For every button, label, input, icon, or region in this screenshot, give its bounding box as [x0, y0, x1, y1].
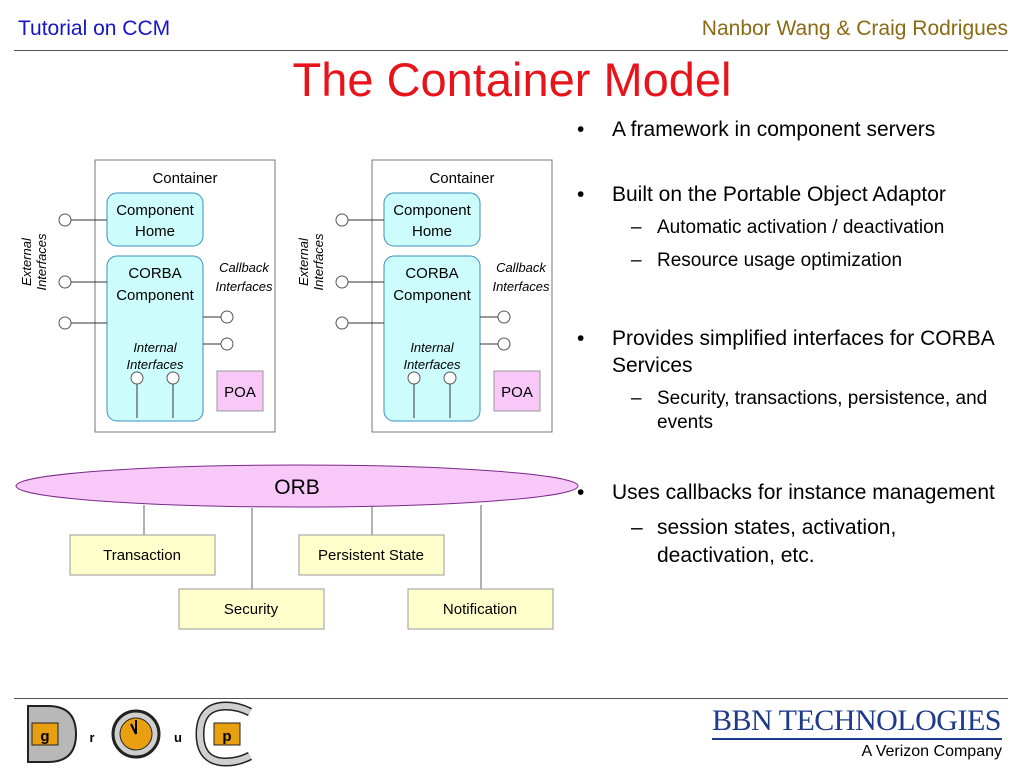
external-interfaces-label-2: Interfaces — [34, 233, 49, 291]
bullet-2-sub-1: Automatic activation / deactivation — [576, 216, 1016, 240]
corba-component-label-2: Component — [116, 287, 194, 304]
security-label: Security — [224, 601, 279, 618]
bullet-2-sub-2: Resource usage optimization — [576, 249, 1016, 273]
notification-label: Notification — [443, 601, 517, 618]
external-interfaces-label-1: External — [296, 237, 311, 286]
persistent-state-box — [298, 534, 445, 576]
header-left: Tutorial on CCM — [18, 17, 171, 40]
bbn-logo-text: BBN TECHNOLOGIES — [712, 704, 1001, 737]
bullet-3-sub-1: Security, transactions, persistence, and… — [576, 387, 1016, 435]
component-home-label-1: Component — [116, 202, 194, 219]
component-home-label-1: Component — [393, 202, 471, 219]
logo-letter-g: g — [40, 728, 49, 745]
external-interface-port — [58, 275, 72, 289]
callback-interfaces-label-1: Callback — [496, 260, 547, 275]
internal-interface-port — [166, 371, 180, 385]
header-divider — [14, 50, 1008, 51]
logo-letter-u: u — [174, 730, 182, 745]
callback-interfaces-label-1: Callback — [219, 260, 270, 275]
external-interface-port — [58, 213, 72, 227]
transaction-box — [69, 534, 216, 576]
bbn-logo-rule — [712, 738, 1002, 740]
external-interface-port — [335, 275, 349, 289]
internal-interfaces-label-1: Internal — [410, 340, 454, 355]
callback-interface-port — [220, 337, 234, 351]
poa-box — [493, 370, 541, 412]
bullet-3: Provides simplified interfaces for CORBA… — [576, 325, 1016, 379]
container-label: Container — [429, 170, 494, 187]
security-box — [178, 588, 325, 630]
callback-interface-port — [497, 337, 511, 351]
callback-interfaces-label-2: Interfaces — [492, 279, 550, 294]
bullet-1: A framework in component servers — [576, 116, 1016, 143]
persistent-state-label: Persistent State — [318, 547, 424, 564]
footer-divider — [14, 698, 1008, 699]
bbn-logo-subtitle: A Verizon Company — [861, 743, 1002, 760]
internal-interfaces-label-1: Internal — [133, 340, 177, 355]
poa-label: POA — [501, 384, 533, 401]
corba-component-label-2: Component — [393, 287, 471, 304]
corba-component-label-1: CORBA — [405, 265, 458, 282]
internal-interfaces-label-2: Interfaces — [403, 357, 461, 372]
container-label: Container — [152, 170, 217, 187]
internal-interface-port — [443, 371, 457, 385]
external-interface-port — [58, 316, 72, 330]
slide-title: The Container Model — [292, 53, 732, 106]
container-2: Container Component Home CORBA Component… — [296, 159, 553, 433]
callback-interface-port — [497, 310, 511, 324]
internal-interface-port — [130, 371, 144, 385]
external-interfaces-label-1: External — [19, 237, 34, 286]
bullet-4: Uses callbacks for instance management — [576, 479, 1016, 506]
poa-label: POA — [224, 384, 256, 401]
doc-group-logo: g r u p — [27, 701, 253, 767]
callback-interface-port — [220, 310, 234, 324]
internal-interface-port — [407, 371, 421, 385]
external-interface-port — [335, 316, 349, 330]
logo-letter-p: p — [222, 728, 231, 745]
orb-label: ORB — [274, 476, 320, 499]
bullet-list: A framework in component servers Built o… — [576, 116, 1016, 570]
corba-component-label-1: CORBA — [128, 265, 181, 282]
transaction-label: Transaction — [103, 547, 181, 564]
component-home-label-2: Home — [412, 223, 452, 240]
logo-letter-r: r — [89, 730, 94, 745]
callback-interfaces-label-2: Interfaces — [215, 279, 273, 294]
internal-interfaces-label-2: Interfaces — [126, 357, 184, 372]
poa-box — [216, 370, 264, 412]
external-interface-port — [335, 213, 349, 227]
container-1: Container Component Home CORBA Component… — [19, 159, 276, 433]
notification-box — [407, 588, 554, 630]
header-right: Nanbor Wang & Craig Rodrigues — [701, 17, 1008, 40]
bullet-4-sub-1: session states, activation, deactivation… — [576, 514, 1016, 570]
external-interfaces-label-2: Interfaces — [311, 233, 326, 291]
component-home-label-2: Home — [135, 223, 175, 240]
bullet-2: Built on the Portable Object Adaptor — [576, 181, 1016, 208]
